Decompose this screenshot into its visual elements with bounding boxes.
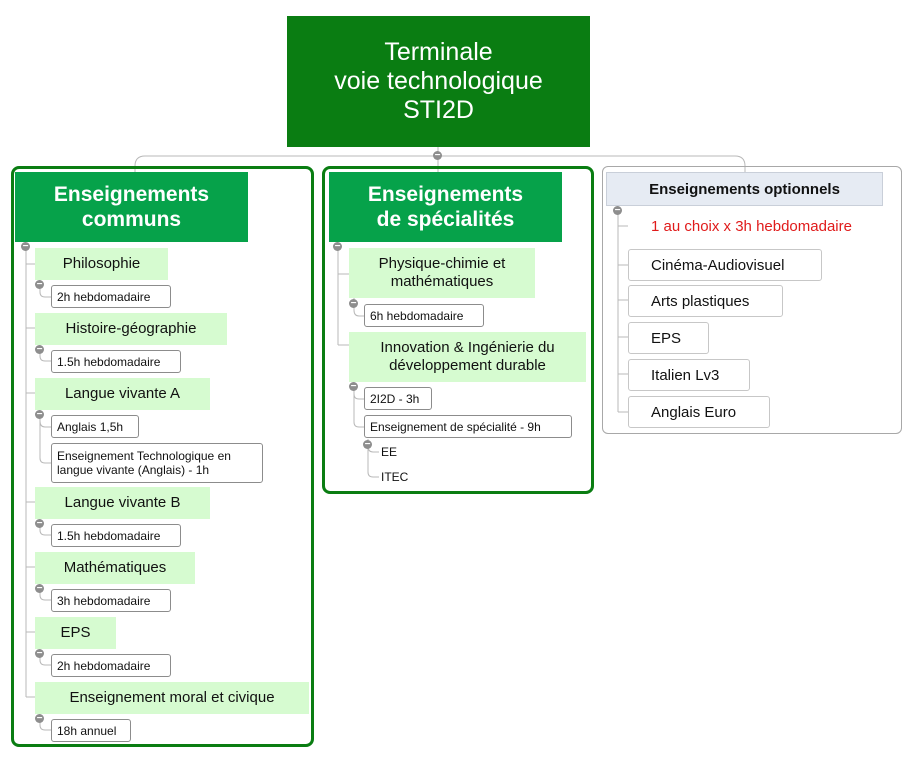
tag-lvb-hours[interactable]: 1.5h hebdomadaire: [51, 524, 181, 547]
collapse-icon[interactable]: −: [35, 279, 44, 290]
tag-specialite-hours[interactable]: Enseignement de spécialité - 9h: [364, 415, 572, 438]
tag-histoire-hours[interactable]: 1.5h hebdomadaire: [51, 350, 181, 373]
collapse-icon[interactable]: −: [35, 409, 44, 420]
sub-itec[interactable]: ITEC: [381, 470, 409, 484]
communs-frame: [11, 166, 314, 747]
collapse-icon[interactable]: −: [613, 205, 622, 216]
topic-langue-vivante-a[interactable]: Langue vivante A: [35, 378, 210, 410]
root-topic[interactable]: Terminale voie technologique STI2D: [287, 16, 590, 147]
collapse-icon[interactable]: −: [21, 241, 30, 252]
topic-philosophie[interactable]: Philosophie: [35, 248, 168, 280]
collapse-icon[interactable]: −: [35, 713, 44, 724]
topic-mathematiques[interactable]: Mathématiques: [35, 552, 195, 584]
topic-histoire-geographie[interactable]: Histoire-géographie: [35, 313, 227, 345]
collapse-icon[interactable]: −: [349, 298, 358, 309]
communs-title[interactable]: Enseignements communs: [15, 172, 248, 242]
optionnels-frame: [602, 166, 902, 434]
tag-maths-hours[interactable]: 3h hebdomadaire: [51, 589, 171, 612]
tag-physique-hours[interactable]: 6h hebdomadaire: [364, 304, 484, 327]
optionnels-note: 1 au choix x 3h hebdomadaire: [651, 217, 852, 235]
option-italien[interactable]: Italien Lv3: [628, 359, 750, 391]
collapse-icon[interactable]: −: [349, 381, 358, 392]
tag-eps-hours[interactable]: 2h hebdomadaire: [51, 654, 171, 677]
option-eps[interactable]: EPS: [628, 322, 709, 354]
topic-eps[interactable]: EPS: [35, 617, 116, 649]
topic-langue-vivante-b[interactable]: Langue vivante B: [35, 487, 210, 519]
tag-etlv[interactable]: Enseignement Technologique en langue viv…: [51, 443, 263, 483]
tag-philosophie-hours[interactable]: 2h hebdomadaire: [51, 285, 171, 308]
collapse-icon[interactable]: −: [35, 583, 44, 594]
topic-2i2d[interactable]: Innovation & Ingénierie du développement…: [349, 332, 586, 382]
option-anglais-euro[interactable]: Anglais Euro: [628, 396, 770, 428]
topic-emc[interactable]: Enseignement moral et civique: [35, 682, 309, 714]
collapse-icon[interactable]: −: [363, 439, 372, 450]
tag-anglais-hours[interactable]: Anglais 1,5h: [51, 415, 139, 438]
option-cinema[interactable]: Cinéma-Audiovisuel: [628, 249, 822, 281]
sub-ee[interactable]: EE: [381, 445, 398, 459]
specialites-title[interactable]: Enseignements de spécialités: [329, 172, 562, 242]
topic-physique-chimie[interactable]: Physique-chimie et mathématiques: [349, 248, 535, 298]
tag-emc-hours[interactable]: 18h annuel: [51, 719, 131, 742]
specialites-frame: [322, 166, 594, 494]
collapse-icon[interactable]: −: [433, 150, 442, 161]
collapse-icon[interactable]: −: [333, 241, 342, 252]
collapse-icon[interactable]: −: [35, 518, 44, 529]
tag-2i2d-hours[interactable]: 2I2D - 3h: [364, 387, 432, 410]
optionnels-title[interactable]: Enseignements optionnels: [606, 172, 883, 206]
option-arts-plastiques[interactable]: Arts plastiques: [628, 285, 783, 317]
collapse-icon[interactable]: −: [35, 648, 44, 659]
collapse-icon[interactable]: −: [35, 344, 44, 355]
